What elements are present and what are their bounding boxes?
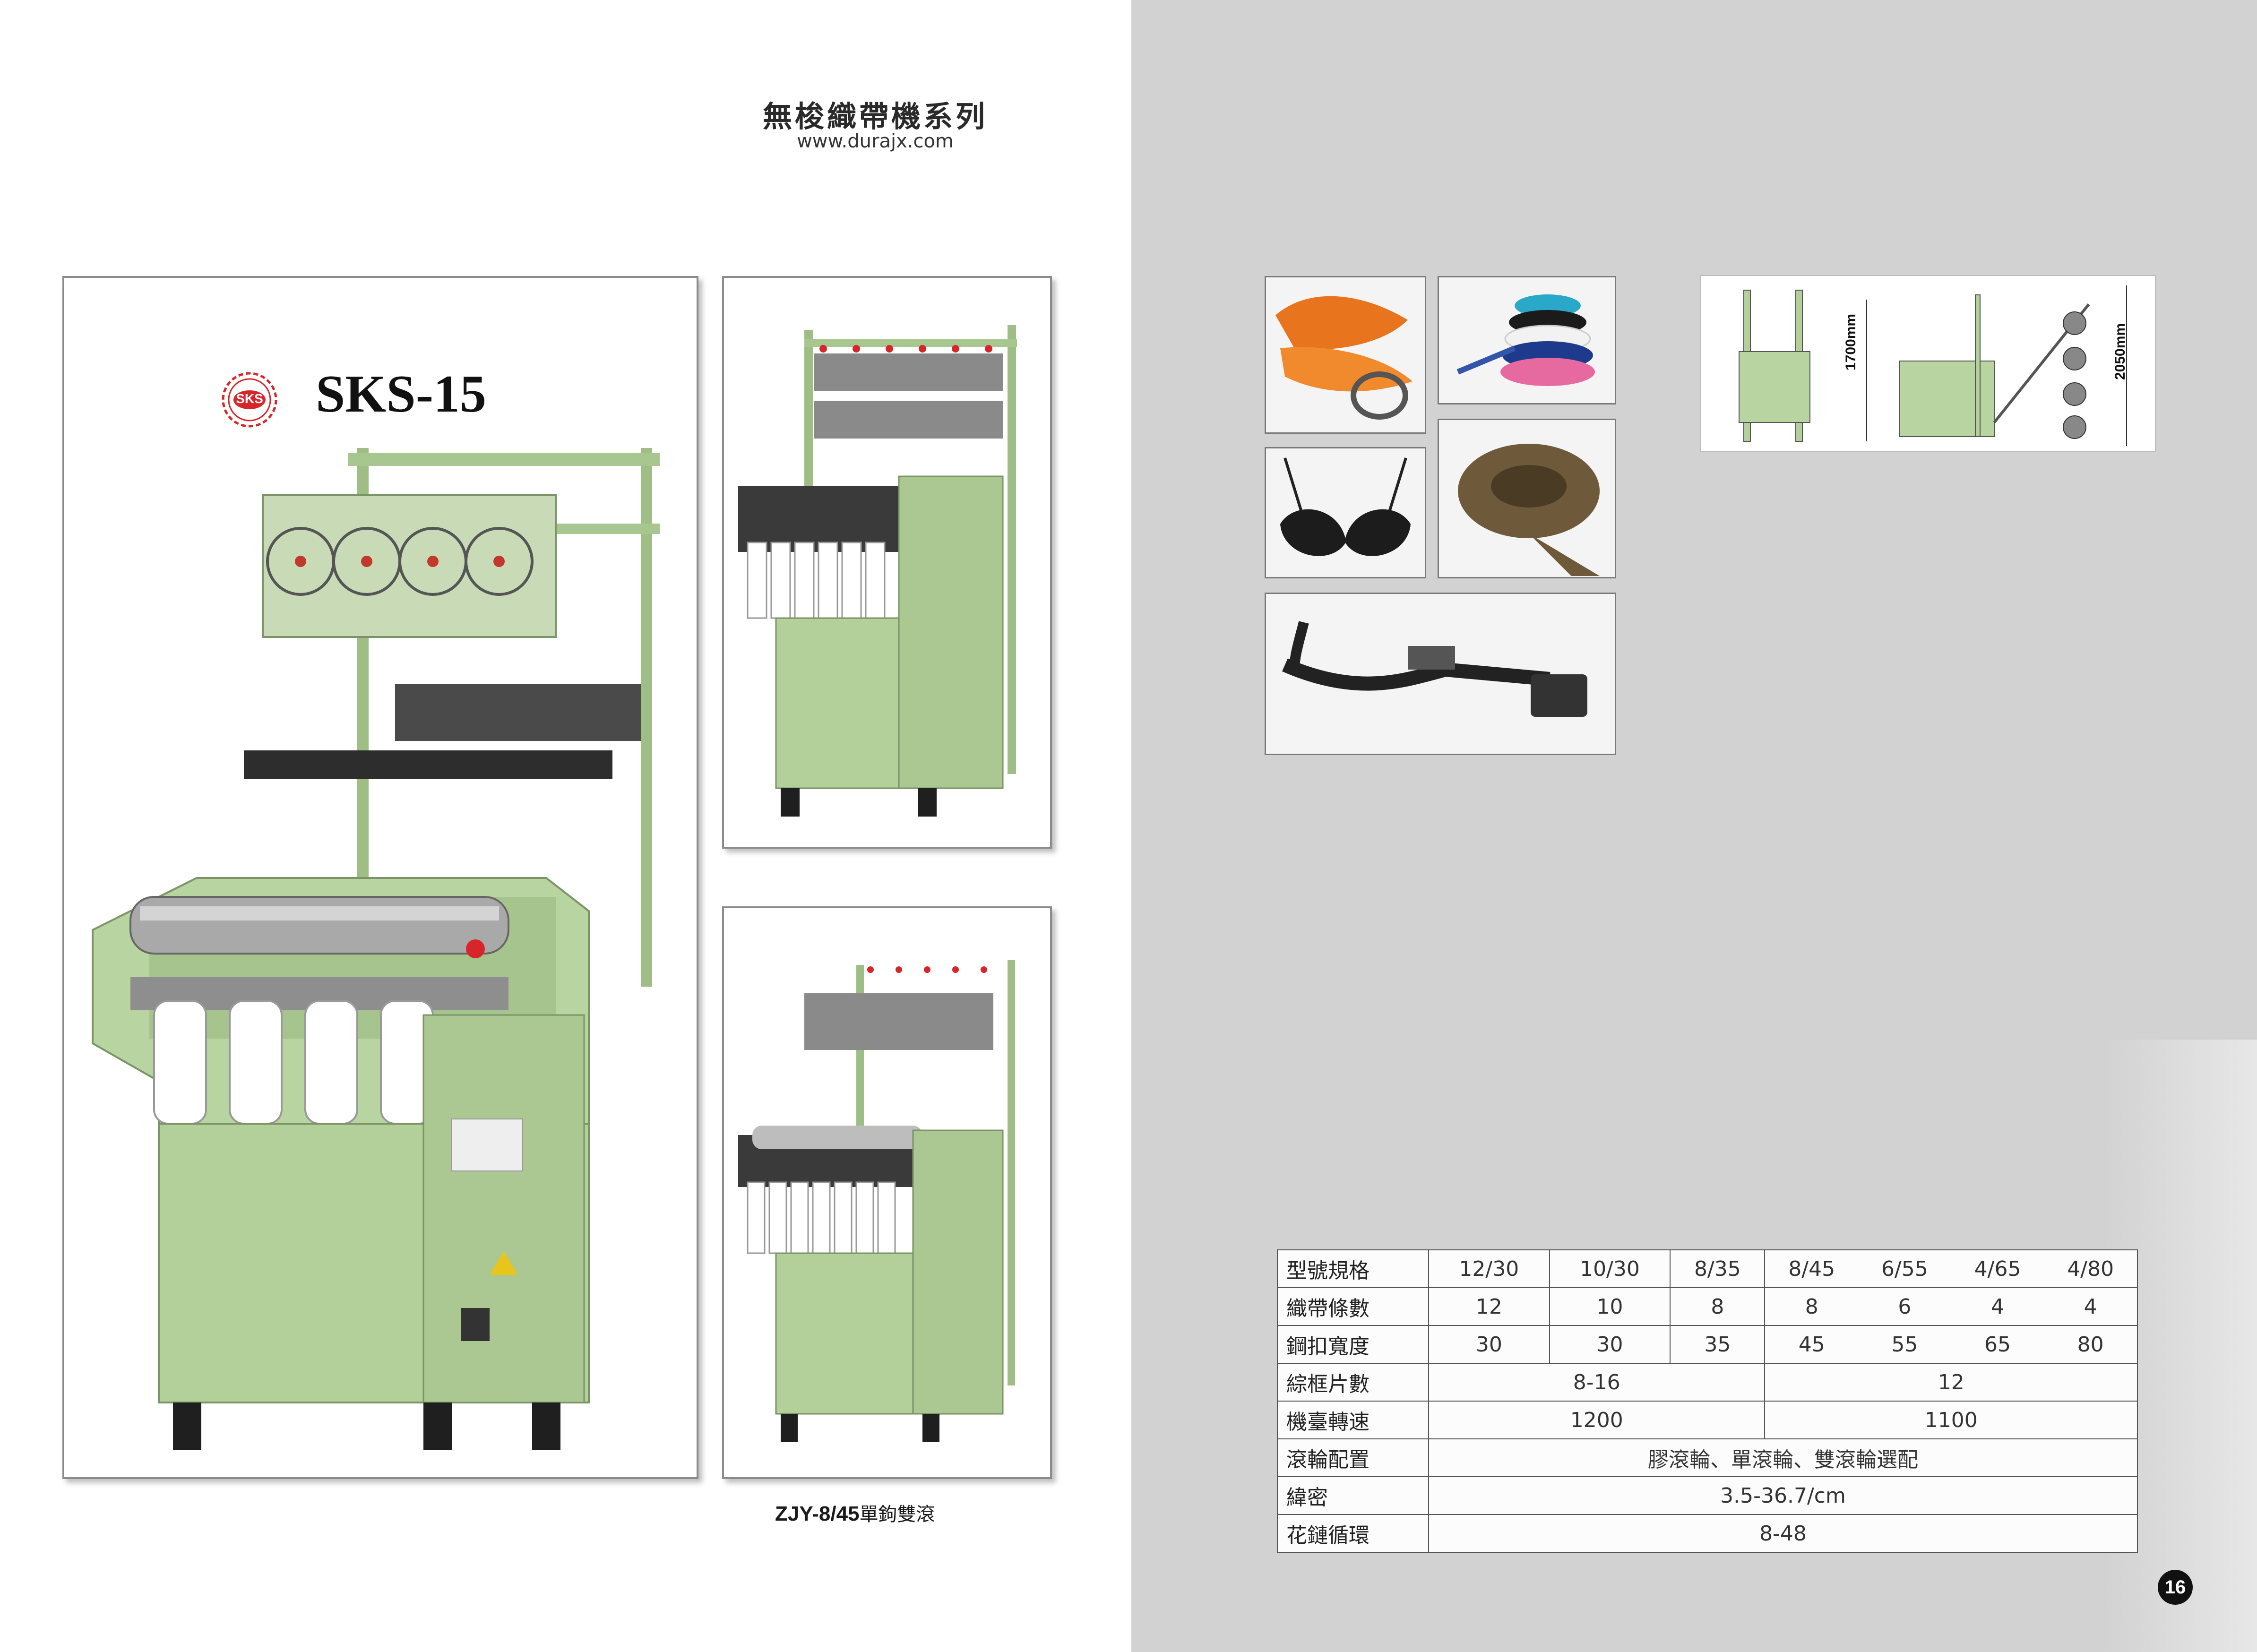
height-label-1700: 1700mm (1843, 313, 1859, 370)
table-cell: 8/45 (1788, 1256, 1835, 1281)
table-cell: 4/80 (2067, 1256, 2114, 1281)
row-label: 織帶條數 (1277, 1287, 1429, 1326)
row-label: 花鏈循環 (1277, 1514, 1429, 1553)
row-label: 型號規格 (1277, 1249, 1429, 1288)
machine-photo-zjy (722, 906, 1052, 1479)
table-cell: 3.5-36.7/cm (1428, 1476, 2138, 1515)
webbing-rolls-image (1439, 277, 1615, 403)
zjy-loom-illustration (724, 908, 1050, 1477)
page-number: 16 (2158, 1570, 2193, 1605)
loom-illustration (64, 278, 697, 1477)
table-cell: 65 (1984, 1332, 2011, 1357)
product-bra-photo (1265, 447, 1426, 578)
spec-table: 型號規格 12/30 10/30 8/35 8/45 6/55 4/65 4/8… (1277, 1249, 2138, 1553)
model-title: SKS-15 (316, 365, 486, 423)
webbing-roll-image (1439, 420, 1615, 577)
belt-image (1266, 277, 1425, 432)
needle-loom-illustration (724, 278, 1050, 847)
dimension-drawing (1701, 276, 2155, 451)
table-cell: 4 (1991, 1294, 2005, 1319)
spec-table-grid: 型號規格 12/30 10/30 8/35 8/45 6/55 4/65 4/8… (1277, 1249, 2138, 1553)
table-cell: 4 (2084, 1294, 2097, 1319)
table-row: 型號規格 12/30 10/30 8/35 8/45 6/55 4/65 4/8… (1277, 1249, 2138, 1288)
caption-model: ZJY-8/45 (775, 1502, 860, 1525)
row-label: 綜框片數 (1277, 1363, 1429, 1402)
table-row: 鋼扣寬度 30 30 35 45 55 65 80 (1277, 1325, 2138, 1364)
product-belt-photo (1265, 276, 1426, 434)
seatbelt-image (1266, 594, 1615, 754)
table-cell: 1100 (1764, 1401, 2138, 1439)
table-row: 緯密 3.5-36.7/cm (1277, 1476, 2138, 1515)
table-cell: 8 (1805, 1294, 1818, 1319)
product-webbing-roll-photo (1438, 419, 1616, 578)
table-cell-group: 8 6 4 4 (1764, 1287, 2138, 1326)
table-cell-group: 45 55 65 80 (1764, 1325, 2138, 1364)
table-cell: 1200 (1428, 1401, 1766, 1439)
table-cell: 10 (1549, 1287, 1671, 1326)
table-cell: 12 (1428, 1287, 1550, 1326)
table-cell-group: 8/45 6/55 4/65 4/80 (1764, 1249, 2138, 1288)
table-cell: 4/65 (1974, 1256, 2021, 1281)
product-webbing-rolls-photo (1438, 276, 1616, 404)
table-row: 織帶條數 12 10 8 8 6 4 4 (1277, 1287, 2138, 1326)
table-cell: 6 (1898, 1294, 1912, 1319)
bra-image (1266, 448, 1425, 577)
table-cell: 55 (1891, 1332, 1918, 1357)
table-row: 綜框片數 8-16 12 (1277, 1363, 2138, 1402)
logo-text: SKS (236, 391, 263, 406)
table-cell: 8-48 (1428, 1514, 2138, 1553)
table-cell: 8/35 (1670, 1249, 1766, 1288)
product-seatbelt-photo (1265, 593, 1616, 755)
row-label: 緯密 (1277, 1476, 1429, 1515)
row-label: 滾輪配置 (1277, 1438, 1429, 1477)
sks-logo: SKS (220, 370, 279, 429)
gear-logo-icon (222, 372, 277, 428)
table-cell: 45 (1798, 1332, 1825, 1357)
main-machine-photo (62, 276, 698, 1479)
table-cell: 8-16 (1428, 1363, 1766, 1402)
table-cell: 30 (1549, 1325, 1671, 1364)
row-label: 機臺轉速 (1277, 1401, 1429, 1439)
machine-photo-top (722, 276, 1052, 849)
website-url[interactable]: www.durajx.com (797, 130, 954, 152)
table-cell: 12 (1764, 1363, 2138, 1402)
machine-caption: ZJY-8/45單鉤雙滾 (775, 1499, 935, 1526)
table-cell: 6/55 (1881, 1256, 1928, 1281)
table-cell: 8 (1670, 1287, 1766, 1326)
series-title: 無梭織帶機系列 (762, 99, 988, 134)
table-cell: 30 (1428, 1325, 1550, 1364)
table-cell: 10/30 (1549, 1249, 1671, 1288)
table-cell: 80 (2077, 1332, 2104, 1357)
caption-desc: 單鉤雙滾 (859, 1504, 935, 1525)
table-cell: 35 (1670, 1325, 1766, 1364)
height-label-2050: 2050mm (2112, 323, 2128, 380)
row-label: 鋼扣寬度 (1277, 1325, 1429, 1364)
table-row: 機臺轉速 1200 1100 (1277, 1401, 2138, 1439)
table-row: 花鏈循環 8-48 (1277, 1514, 2138, 1553)
table-row: 滾輪配置 膠滾輪、單滾輪、雙滾輪選配 (1277, 1438, 2138, 1477)
table-cell: 膠滾輪、單滾輪、雙滾輪選配 (1428, 1438, 2138, 1477)
table-cell: 12/30 (1428, 1249, 1550, 1288)
dimension-diagram: 1700mm 2050mm (1700, 275, 2156, 452)
